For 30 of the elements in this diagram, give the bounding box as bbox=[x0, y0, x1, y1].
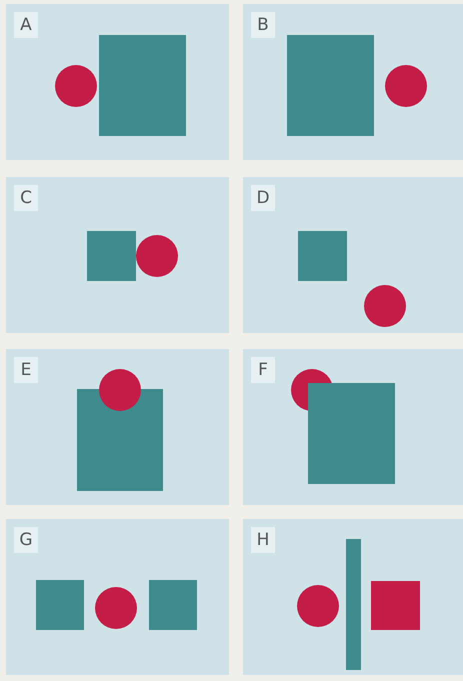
bar-shape bbox=[346, 539, 361, 670]
circle-shape bbox=[95, 587, 137, 629]
circle-shape bbox=[136, 235, 178, 277]
square-shape bbox=[87, 231, 136, 281]
panel-letter: G bbox=[14, 527, 38, 553]
panel bbox=[6, 4, 229, 160]
square-shape bbox=[149, 580, 197, 630]
panel-letter: E bbox=[14, 357, 38, 383]
square-shape bbox=[36, 580, 84, 630]
square-shape bbox=[287, 35, 374, 136]
square-shape bbox=[371, 581, 420, 630]
circle-shape bbox=[297, 585, 339, 627]
panel bbox=[243, 349, 463, 505]
circle-shape bbox=[364, 285, 406, 327]
panel-letter: C bbox=[14, 185, 38, 211]
panel-letter: H bbox=[251, 527, 275, 553]
square-shape bbox=[99, 35, 186, 136]
square-shape bbox=[298, 231, 347, 281]
panel bbox=[6, 349, 229, 505]
panel bbox=[243, 177, 463, 333]
panel bbox=[6, 519, 229, 675]
panel-letter: A bbox=[14, 12, 38, 38]
panel bbox=[6, 177, 229, 333]
panel bbox=[243, 519, 463, 675]
circle-shape bbox=[55, 65, 97, 107]
circle-shape bbox=[385, 65, 427, 107]
panel-letter: F bbox=[251, 357, 275, 383]
panel-letter: D bbox=[251, 185, 275, 211]
panel bbox=[243, 4, 463, 160]
panel-letter: B bbox=[251, 12, 275, 38]
